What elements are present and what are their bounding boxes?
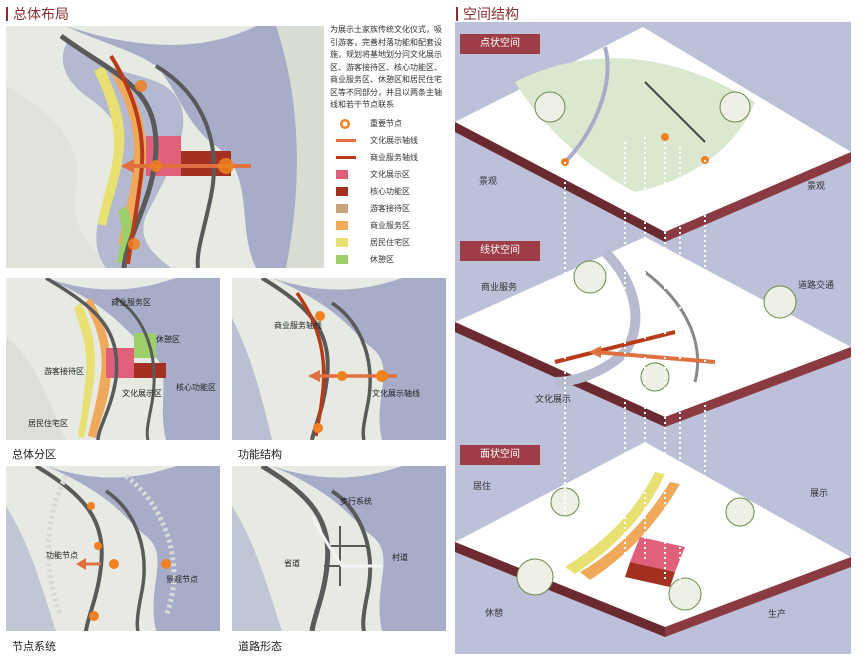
- roads-map: 步行系统 省道 村道: [232, 466, 446, 631]
- node-icon: [340, 119, 350, 129]
- legend-label: 居民住宅区: [370, 238, 410, 247]
- master-plan-svg: [6, 26, 324, 268]
- legend-label: 游客接待区: [370, 204, 410, 213]
- spatial-structure-svg: [455, 27, 851, 637]
- legend-item-reception-zone: 游客接待区: [336, 201, 446, 218]
- caption-zoning: 总体分区: [12, 448, 56, 461]
- roads-label-village: 村道: [392, 553, 408, 562]
- legend-label: 重要节点: [370, 119, 402, 128]
- function-label-culture-axis: 文化展示轴线: [372, 389, 420, 398]
- master-plan-map: [6, 26, 324, 268]
- surface-label-display: 展示: [810, 489, 829, 499]
- zoning-label-reception: 游客接待区: [44, 367, 84, 376]
- roads-label-walk: 步行系统: [340, 497, 372, 506]
- tag-point-space: 点状空间: [460, 34, 540, 54]
- caption-function: 功能结构: [238, 448, 282, 461]
- tag-line-space: 线状空间: [460, 241, 540, 261]
- legend-item-commerce-zone: 商业服务区: [336, 218, 446, 235]
- caption-nodes: 节点系统: [12, 640, 56, 653]
- legend-item-core-zone: 核心功能区: [336, 184, 446, 201]
- function-label-commerce-axis: 商业服务轴线: [274, 321, 322, 330]
- legend: 重要节点 文化展示轴线 商业服务轴线 文化展示区 核心功能区 游客接待区 商业服…: [336, 116, 446, 269]
- caption-roads: 道路形态: [238, 640, 282, 653]
- zoning-map: 商业服务区 休憩区 游客接待区 核心功能区 文化展示区 居民住宅区: [6, 278, 220, 440]
- legend-item-culture-axis: 文化展示轴线: [336, 133, 446, 150]
- point-label-right: 景观: [807, 182, 826, 192]
- surface-label-produce: 生产: [768, 610, 787, 620]
- legend-item-commerce-axis: 商业服务轴线: [336, 150, 446, 167]
- zoning-label-rest: 休憩区: [156, 335, 180, 344]
- point-label-left: 景观: [479, 177, 498, 187]
- zoning-label-residence: 居民住宅区: [28, 419, 68, 428]
- spatial-structure-header: 空间结构: [456, 4, 519, 24]
- roads-map-svg: [232, 466, 446, 631]
- nodes-label-functional: 功能节点: [46, 551, 78, 560]
- line-label-traffic: 道路交通: [798, 281, 835, 291]
- spatial-structure-title: 空间结构: [463, 7, 519, 23]
- zoning-label-culture: 文化展示区: [122, 389, 162, 398]
- legend-label: 休憩区: [370, 255, 394, 264]
- line-label-culture: 文化展示: [535, 395, 572, 405]
- legend-item-culture-zone: 文化展示区: [336, 167, 446, 184]
- plan-description: 为展示土家族传统文化仪式，吸引游客，完善村落功能和配套设施，规划将基地划分问文化…: [330, 25, 442, 109]
- overall-layout-title: 总体布局: [13, 7, 69, 23]
- function-map: 商业服务轴线 文化展示轴线: [232, 278, 446, 440]
- surface-label-live: 居住: [473, 482, 492, 492]
- nodes-map-svg: [6, 466, 220, 631]
- nodes-label-landscape: 景观节点: [166, 575, 198, 584]
- roads-label-provincial: 省道: [284, 559, 300, 568]
- nodes-map: 功能节点 景观节点: [6, 466, 220, 631]
- legend-label: 文化展示区: [370, 170, 410, 179]
- legend-label: 核心功能区: [370, 187, 410, 196]
- overall-layout-header: 总体布局: [6, 4, 69, 24]
- legend-item-rest-zone: 休憩区: [336, 252, 446, 269]
- line-label-commerce: 商业服务: [481, 283, 518, 293]
- zoning-label-commerce: 商业服务区: [111, 298, 151, 307]
- zoning-label-core: 核心功能区: [176, 383, 216, 392]
- legend-item-residence-zone: 居民住宅区: [336, 235, 446, 252]
- legend-label: 文化展示轴线: [370, 136, 418, 145]
- surface-label-rest: 休憩: [485, 609, 504, 619]
- tag-surface-space: 面状空间: [460, 445, 540, 465]
- legend-label: 商业服务轴线: [370, 153, 418, 162]
- function-map-svg: [232, 278, 446, 440]
- legend-item-node: 重要节点: [336, 116, 446, 133]
- zoning-map-svg: [6, 278, 220, 440]
- legend-label: 商业服务区: [370, 221, 410, 230]
- spatial-structure-panel: 点状空间 景观 景观 线状空间 商业服务 道路交通 文化展示 面状空间 居住 展…: [455, 22, 851, 654]
